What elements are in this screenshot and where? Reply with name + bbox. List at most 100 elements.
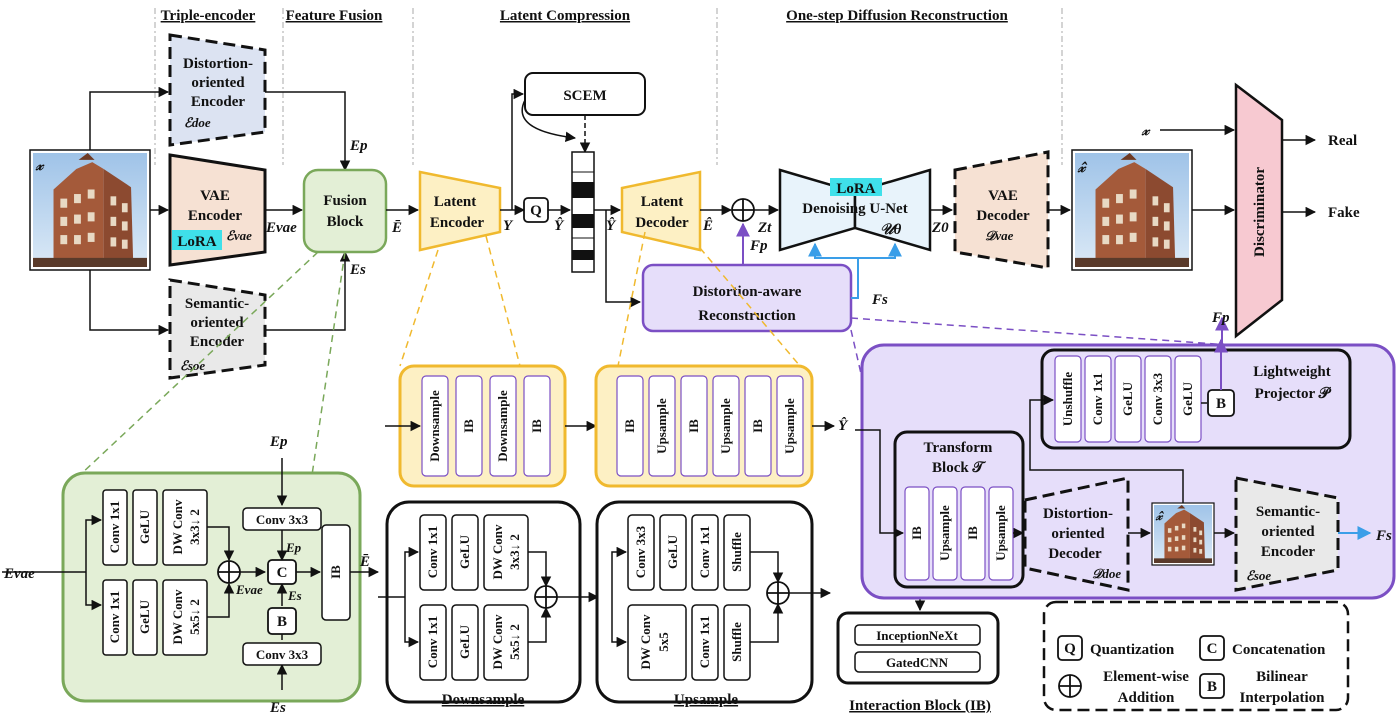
svg-text:Decoder: Decoder xyxy=(976,208,1030,224)
header-feature-fusion: Feature Fusion xyxy=(286,8,383,24)
svg-text:Fp: Fp xyxy=(749,238,768,254)
downsample-add xyxy=(534,585,558,609)
svg-text:𝓍̂: 𝓍̂ xyxy=(1155,508,1164,523)
svg-text:Element-wise: Element-wise xyxy=(1103,669,1189,685)
svg-text:Downsample: Downsample xyxy=(427,390,442,462)
distortion-oriented-decoder: Distortion- oriented Decoder 𝒟doe xyxy=(1023,476,1130,592)
svg-text:Distortion-: Distortion- xyxy=(183,56,253,72)
svg-text:LoRA: LoRA xyxy=(836,181,875,197)
svg-text:oriented: oriented xyxy=(1051,526,1105,542)
svg-text:B: B xyxy=(1207,679,1217,695)
svg-text:Ep: Ep xyxy=(349,138,368,154)
svg-text:GeLU: GeLU xyxy=(665,534,680,569)
svg-text:oriented: oriented xyxy=(191,75,245,91)
latent-decoder: Latent Decoder xyxy=(620,170,702,252)
svg-text:B: B xyxy=(1216,396,1226,412)
latent-decoder-detail: IB Upsample IB Upsample IB Upsample xyxy=(594,364,814,488)
svg-text:Q: Q xyxy=(1064,641,1076,657)
svg-text:ℰvae: ℰvae xyxy=(226,228,252,243)
svg-text:Zt: Zt xyxy=(757,220,772,236)
latent-encoder-detail: Downsample IB Downsample IB xyxy=(398,364,567,488)
svg-text:IB: IB xyxy=(622,419,637,433)
svg-text:3x3↓ 2: 3x3↓ 2 xyxy=(507,534,522,570)
quantization-q: Q xyxy=(523,197,549,223)
semantic-oriented-encoder: Semantic- oriented Encoder ℰsoe xyxy=(168,278,267,380)
fusion-conv3x3-top: Conv 3x3 xyxy=(242,507,322,531)
svg-text:Ŷ: Ŷ xyxy=(554,217,565,234)
header-one-step: One-step Diffusion Reconstruction xyxy=(786,8,1008,24)
svg-text:Block: Block xyxy=(327,214,364,230)
svg-text:ℰsoe: ℰsoe xyxy=(180,358,205,373)
svg-text:oriented: oriented xyxy=(190,315,244,331)
svg-text:Upsample: Upsample xyxy=(993,505,1008,561)
svg-text:Conv 1x1: Conv 1x1 xyxy=(107,501,122,553)
svg-text:Decoder: Decoder xyxy=(635,215,689,231)
svg-text:Shuffle: Shuffle xyxy=(729,622,744,662)
svg-text:Fusion: Fusion xyxy=(323,193,367,209)
fusion-add xyxy=(217,560,241,584)
svg-text:𝓍: 𝓍 xyxy=(1141,123,1151,139)
svg-text:Decoder: Decoder xyxy=(1048,546,1102,562)
fusion-conv3x3-bottom: Conv 3x3 xyxy=(242,642,322,666)
svg-text:Interpolation: Interpolation xyxy=(1239,690,1325,706)
upsample-detail: Conv 3x3 GeLU Conv 1x1 Shuffle DW Conv 5… xyxy=(595,500,814,708)
svg-text:Z0: Z0 xyxy=(931,220,949,236)
svg-text:Upsample: Upsample xyxy=(654,398,669,454)
svg-text:Bilinear: Bilinear xyxy=(1256,669,1308,685)
svg-text:IB: IB xyxy=(965,526,980,540)
svg-text:B: B xyxy=(277,614,287,630)
svg-text:Encoder: Encoder xyxy=(190,334,245,350)
svg-text:Conv 1x1: Conv 1x1 xyxy=(425,526,440,578)
header-triple-encoder: Triple-encoder xyxy=(161,8,256,24)
svg-text:IB: IB xyxy=(461,419,476,433)
svg-text:Conv 1x1: Conv 1x1 xyxy=(107,591,122,643)
svg-text:Addition: Addition xyxy=(1118,690,1175,706)
fusion-branch-bottom: Conv 1x1 GeLU DW Conv 5x5↓ 2 xyxy=(102,579,208,656)
svg-text:Es: Es xyxy=(349,262,366,278)
svg-text:Upsample: Upsample xyxy=(782,398,797,454)
svg-text:Ê: Ê xyxy=(702,217,713,234)
svg-text:ℰdoe: ℰdoe xyxy=(184,115,211,130)
svg-text:DW Conv: DW Conv xyxy=(490,614,505,670)
svg-text:Evae: Evae xyxy=(235,582,263,597)
svg-text:Fp: Fp xyxy=(1211,310,1230,326)
svg-text:Encoder: Encoder xyxy=(188,208,243,224)
svg-text:Distortion-: Distortion- xyxy=(1043,506,1113,522)
vae-encoder: VAE Encoder LoRA ℰvae xyxy=(168,153,267,267)
unet-lora-badge xyxy=(830,178,882,196)
fusion-branch-top: Conv 1x1 GeLU DW Conv 3x3↓ 2 xyxy=(102,489,208,566)
svg-text:GeLU: GeLU xyxy=(1180,381,1195,416)
svg-text:Latent: Latent xyxy=(434,194,477,210)
svg-text:Block 𝒯: Block 𝒯 xyxy=(932,460,986,476)
label-fake: Fake xyxy=(1328,205,1360,221)
distortion-oriented-encoder: Distortion- oriented Encoder ℰdoe xyxy=(168,33,267,147)
bitstream xyxy=(571,151,595,273)
lightweight-projector: Unshuffle Conv 1x1 GeLU Conv 3x3 GeLU B … xyxy=(1040,348,1352,450)
svg-text:Denoising U-Net: Denoising U-Net xyxy=(802,201,907,217)
svg-text:Reconstruction: Reconstruction xyxy=(698,308,796,324)
svg-text:Conv 3x3: Conv 3x3 xyxy=(256,512,309,527)
reconstructed-image-small: 𝓍̂ xyxy=(1151,502,1215,566)
svg-text:Distortion-aware: Distortion-aware xyxy=(693,284,802,300)
svg-text:Evae: Evae xyxy=(3,566,35,582)
svg-text:Encoder: Encoder xyxy=(191,94,246,110)
svg-text:GatedCNN: GatedCNN xyxy=(886,655,949,670)
svg-text:Interaction Block (IB): Interaction Block (IB) xyxy=(849,698,991,714)
discriminator: Discriminator xyxy=(1234,82,1284,339)
svg-text:𝒟doe: 𝒟doe xyxy=(1092,566,1121,581)
svg-text:DW Conv: DW Conv xyxy=(170,499,185,555)
svg-text:IB: IB xyxy=(529,419,544,433)
svg-text:C: C xyxy=(277,565,288,581)
svg-text:Fs: Fs xyxy=(1375,528,1392,544)
input-arrows xyxy=(89,86,351,336)
svg-text:C: C xyxy=(1207,641,1218,657)
svg-text:Es: Es xyxy=(269,700,286,716)
svg-text:DW Conv: DW Conv xyxy=(490,524,505,580)
element-wise-add-top xyxy=(731,198,755,222)
svg-text:Semantic-: Semantic- xyxy=(185,296,249,312)
svg-text:𝒟vae: 𝒟vae xyxy=(985,228,1014,243)
svg-text:Ep: Ep xyxy=(285,540,302,555)
section-headers: Triple-encoder Feature Fusion Latent Com… xyxy=(161,8,1009,24)
svg-text:Conv 3x3: Conv 3x3 xyxy=(1150,372,1165,425)
